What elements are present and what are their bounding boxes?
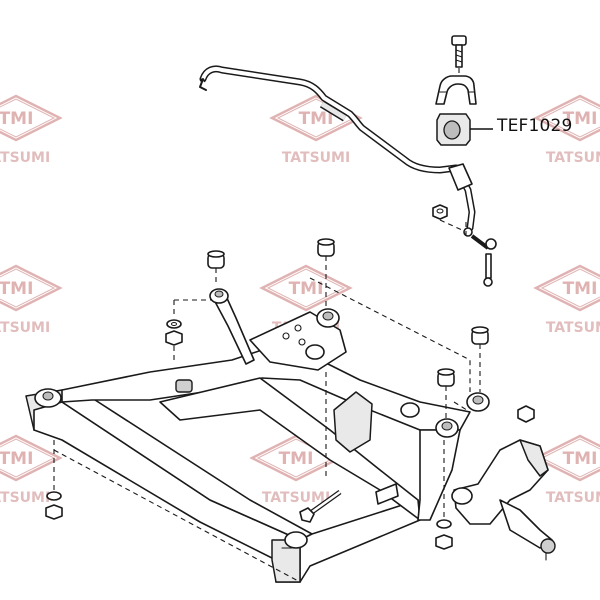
mount-bushing-loose-1 <box>207 250 225 269</box>
washer-bottom-left <box>46 491 62 501</box>
subframe-bushing-top-right <box>316 308 340 328</box>
mount-bushing-loose-4 <box>437 368 455 387</box>
lower-control-arm <box>451 439 556 561</box>
subframe-bushing-rear-right <box>466 392 490 412</box>
tmi-watermark-logo: TMI TATSUMI <box>0 434 63 506</box>
watermark-brand-text: TATSUMI <box>0 150 50 166</box>
stabilizer-bushing-icon <box>437 114 470 145</box>
nut-left <box>165 330 183 346</box>
mount-bushing-loose-2 <box>317 238 335 257</box>
watermark-logo-text: TMI <box>299 109 334 129</box>
watermark-logo-text: TMI <box>563 279 598 299</box>
mount-bushing-loose-3 <box>471 326 489 345</box>
watermark-brand-text: TATSUMI <box>546 150 600 166</box>
knuckle-nut <box>517 405 535 423</box>
nut-bottom-left <box>45 504 63 520</box>
watermark-brand-text: TATSUMI <box>0 320 50 336</box>
watermark-logo-text: TMI <box>289 279 324 299</box>
watermark-brand-text: TATSUMI <box>0 490 50 506</box>
watermark-logo-text: TMI <box>0 109 33 129</box>
watermark-brand-text: TATSUMI <box>262 490 330 506</box>
watermark-brand-text: TATSUMI <box>546 490 600 506</box>
tmi-watermark-logo: TMI TATSUMI <box>533 264 600 336</box>
link-nut-upper <box>432 204 448 220</box>
long-mount-bolt <box>299 489 342 523</box>
front-subframe <box>25 311 471 583</box>
subframe-bushing-front-right <box>435 418 459 438</box>
subframe-bushing-front-left <box>284 531 308 549</box>
watermark-logo-text: TMI <box>279 449 314 469</box>
bracket-bolt <box>451 35 467 68</box>
subframe-bushing-left <box>34 388 62 408</box>
watermark-logo-text: TMI <box>0 449 33 469</box>
watermark-logo-text: TMI <box>0 279 33 299</box>
tmi-watermark-logo: TMI TATSUMI <box>0 264 63 336</box>
stabilizer-bushing <box>436 113 471 146</box>
subframe-bushing-middle <box>305 344 325 360</box>
stabilizer-bracket <box>435 75 477 105</box>
part-number-label: TEF1029 <box>497 116 573 136</box>
tmi-watermark-logo: TMI TATSUMI <box>269 94 363 166</box>
stabilizer-bar <box>199 65 476 232</box>
tmi-watermark-logo: TMI TATSUMI <box>0 94 63 166</box>
stabilizer-link <box>463 227 497 287</box>
left-mount-arm <box>209 288 255 365</box>
watermark-brand-text: TATSUMI <box>546 320 600 336</box>
washer-left <box>166 319 182 329</box>
subframe-bushing-center <box>400 402 420 418</box>
washer-bottom-right <box>436 519 452 529</box>
assembly-guide-lines <box>53 222 481 583</box>
watermark-logo-text: TMI <box>563 109 598 129</box>
tmi-watermark-logo: TMI TATSUMI <box>533 434 600 506</box>
tmi-watermark-logo: TMI TATSUMI <box>533 94 600 166</box>
watermark-logo-text: TMI <box>563 449 598 469</box>
nut-bottom-right <box>435 534 453 550</box>
watermark-brand-text: TATSUMI <box>282 150 350 166</box>
